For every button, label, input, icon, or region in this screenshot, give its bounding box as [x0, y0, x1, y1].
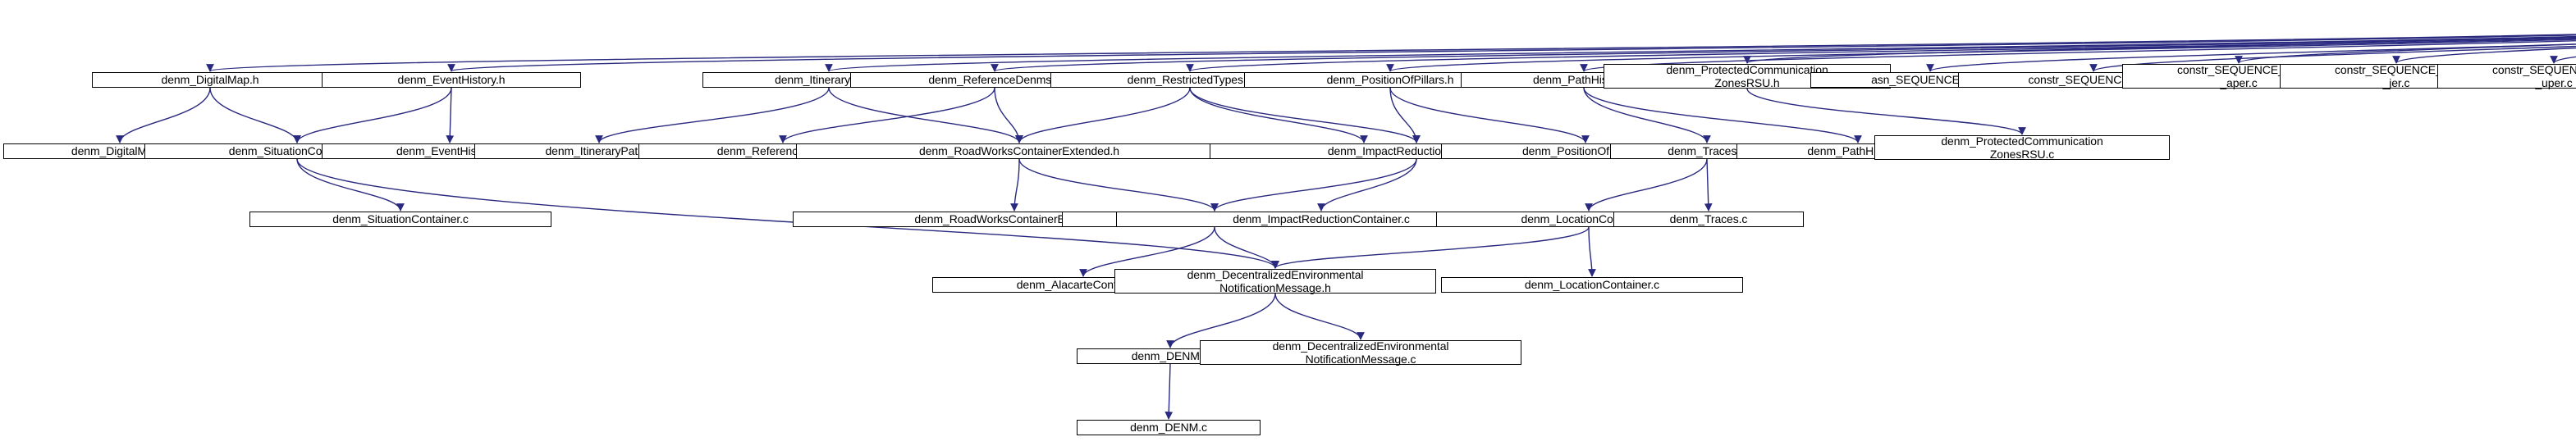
graph-edge [1585, 158, 1708, 212]
graph-edge [1189, 87, 1421, 143]
graph-node[interactable]: denm_DENM.c [1077, 420, 1261, 435]
graph-edge [293, 87, 452, 143]
graph-edge [779, 87, 995, 143]
graph-edge [446, 87, 455, 143]
graph-edge [1389, 87, 1590, 143]
graph-edge [1274, 293, 1365, 340]
graph-edge [116, 87, 211, 143]
graph-edge [1189, 87, 1368, 143]
graph-edge [1389, 87, 1421, 143]
graph-edge [1704, 158, 1713, 212]
graph-node[interactable]: denm_LocationContainer.c [1441, 277, 1743, 293]
graph-edge [828, 87, 1023, 143]
graph-edge [1010, 158, 1020, 212]
graph-edge [1746, 88, 2026, 135]
graph-node[interactable]: constr_SEQUENCE_OF _uper.c [2437, 63, 2576, 89]
graph-edge [2392, 47, 2576, 64]
graph-node[interactable]: denm_Traces.c [1613, 212, 1804, 227]
graph-edge [1583, 87, 1862, 143]
graph-edge [1588, 226, 1596, 277]
graph-edge [1583, 87, 1711, 143]
graph-edge [2235, 43, 2576, 64]
graph-node[interactable]: denm_SituationContainer.c [249, 212, 551, 227]
graph-edge [595, 87, 830, 143]
graph-edge [296, 158, 405, 212]
graph-edge [209, 87, 301, 143]
graph-edge [1210, 158, 1417, 212]
graph-node[interactable]: denm_EventHistory.h [322, 72, 581, 88]
graph-edge [1018, 158, 1219, 212]
graph-edge [1164, 363, 1174, 420]
graph-node[interactable]: denm_ProtectedCommunication ZonesRSU.c [1874, 134, 2170, 161]
graph-edge [994, 87, 1023, 143]
graph-node[interactable]: denm_DigitalMap.h [92, 72, 328, 88]
graph-edge [1317, 158, 1417, 212]
graph-edge [1214, 226, 1279, 269]
graph-edge [1271, 226, 1590, 269]
graph-edge [1743, 38, 2576, 64]
graph-node[interactable]: denm_DecentralizedEnvironmental Notifica… [1114, 268, 1436, 294]
graph-node[interactable]: denm_RoadWorksContainerExtended.h [796, 143, 1242, 159]
graph-node[interactable]: denm_DecentralizedEnvironmental Notifica… [1200, 339, 1521, 366]
graph-edge [2550, 56, 2576, 64]
graph-edge [1015, 87, 1191, 143]
